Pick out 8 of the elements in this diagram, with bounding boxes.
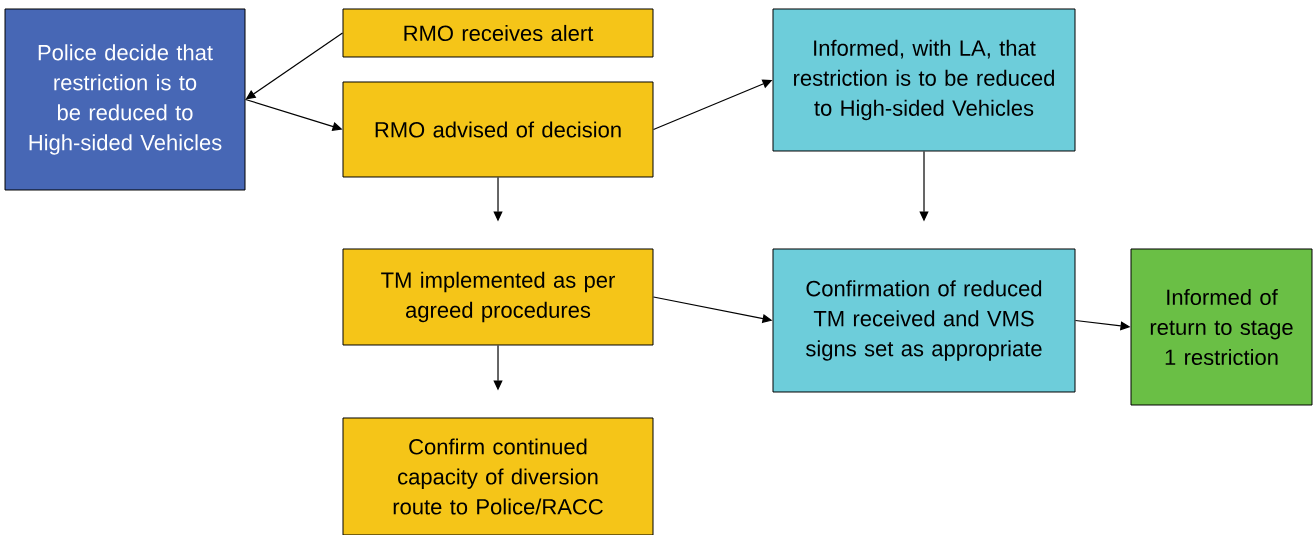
outcome-box: Informed of return to stage 1 restriction bbox=[1130, 248, 1313, 406]
process-box: Confirmation of reduced TM received and VMS signs set as appropriate bbox=[772, 248, 1076, 393]
process-box: RMO receives alert bbox=[342, 8, 654, 58]
process-box: TM implemented as per agreed procedures bbox=[342, 248, 654, 346]
process-box: RMO advised of decision bbox=[342, 81, 654, 178]
process-box: Confirm continued capacity of diversion route to Police/RACC bbox=[342, 417, 654, 535]
decision-box: Police decide that restriction is to be reduced to High-sided Vehicles bbox=[4, 8, 246, 191]
process-box: Informed, with LA, that restriction is to be reduced to High-sided Vehicles bbox=[772, 8, 1076, 152]
